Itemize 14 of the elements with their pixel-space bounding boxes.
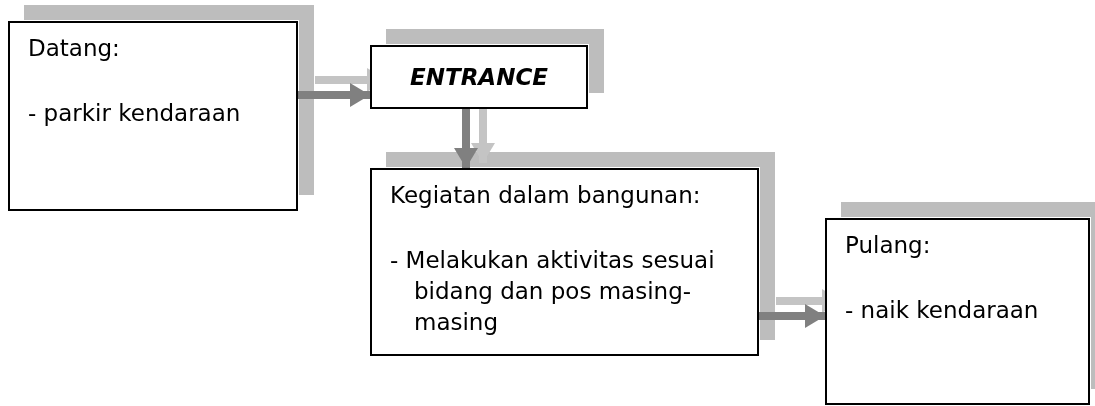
box-text: - Melakukan aktivitas sesuai bidang dan pos masing-masing <box>390 246 716 337</box>
box-text: - parkir kendaraan <box>28 99 242 128</box>
box-text: - naik kendaraan <box>845 296 1040 325</box>
process-box <box>825 218 1090 405</box>
process-box <box>370 168 759 356</box>
arrow <box>759 304 825 328</box>
process-box <box>8 21 298 211</box>
box-heading: Datang: <box>28 34 121 63</box>
process-box <box>370 45 588 109</box>
box-heading: Kegiatan dalam bangunan: <box>390 181 702 210</box>
arrow <box>298 83 370 107</box>
box-text: ENTRANCE <box>410 62 548 92</box>
arrow <box>454 109 478 168</box>
box-heading: Pulang: <box>845 231 932 260</box>
